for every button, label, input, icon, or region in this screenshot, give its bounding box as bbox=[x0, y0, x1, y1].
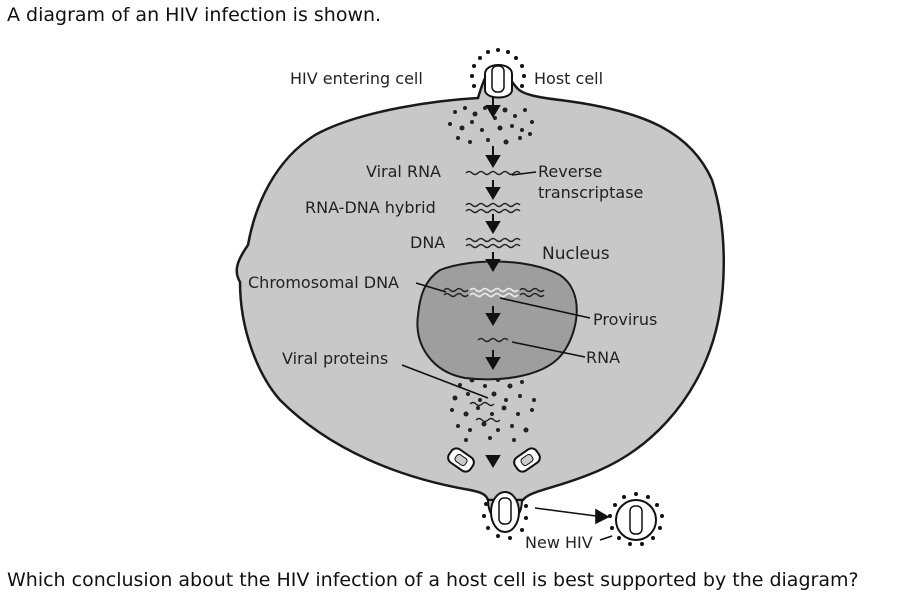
label-reverse-transcriptase-2: transcriptase bbox=[538, 183, 643, 202]
label-dna: DNA bbox=[410, 233, 445, 252]
budding-virus bbox=[482, 491, 528, 540]
label-viral-proteins: Viral proteins bbox=[282, 349, 388, 368]
new-hiv-virus bbox=[608, 492, 664, 546]
label-chromosomal-dna: Chromosomal DNA bbox=[248, 273, 399, 292]
assembling-capsid-left bbox=[447, 447, 475, 473]
label-viral-rna: Viral RNA bbox=[366, 162, 441, 181]
question-text: Which conclusion about the HIV infection… bbox=[7, 569, 859, 591]
label-provirus: Provirus bbox=[593, 310, 657, 329]
label-new-hiv: New HIV bbox=[525, 533, 593, 552]
hiv-entering-virus bbox=[470, 48, 526, 99]
label-rna-dna-hybrid: RNA-DNA hybrid bbox=[305, 198, 436, 217]
leader-lines bbox=[401, 171, 613, 541]
label-reverse-transcriptase-1: Reverse bbox=[538, 162, 602, 181]
pathway-arrows bbox=[485, 96, 501, 468]
provirus-segment bbox=[469, 287, 519, 298]
label-nucleus: Nucleus bbox=[542, 244, 610, 264]
viral-protein-strands bbox=[469, 401, 501, 423]
label-host-cell: Host cell bbox=[534, 69, 603, 88]
viral-protein-cluster bbox=[450, 377, 536, 442]
assembling-capsid-right bbox=[513, 447, 541, 473]
label-hiv-entering: HIV entering cell bbox=[290, 69, 423, 88]
prompt-text: A diagram of an HIV infection is shown. bbox=[7, 4, 382, 26]
uncoating-particles bbox=[448, 106, 534, 145]
label-rna: RNA bbox=[586, 348, 620, 367]
nucleic-acid-strands bbox=[443, 170, 545, 343]
nucleus bbox=[416, 260, 578, 381]
